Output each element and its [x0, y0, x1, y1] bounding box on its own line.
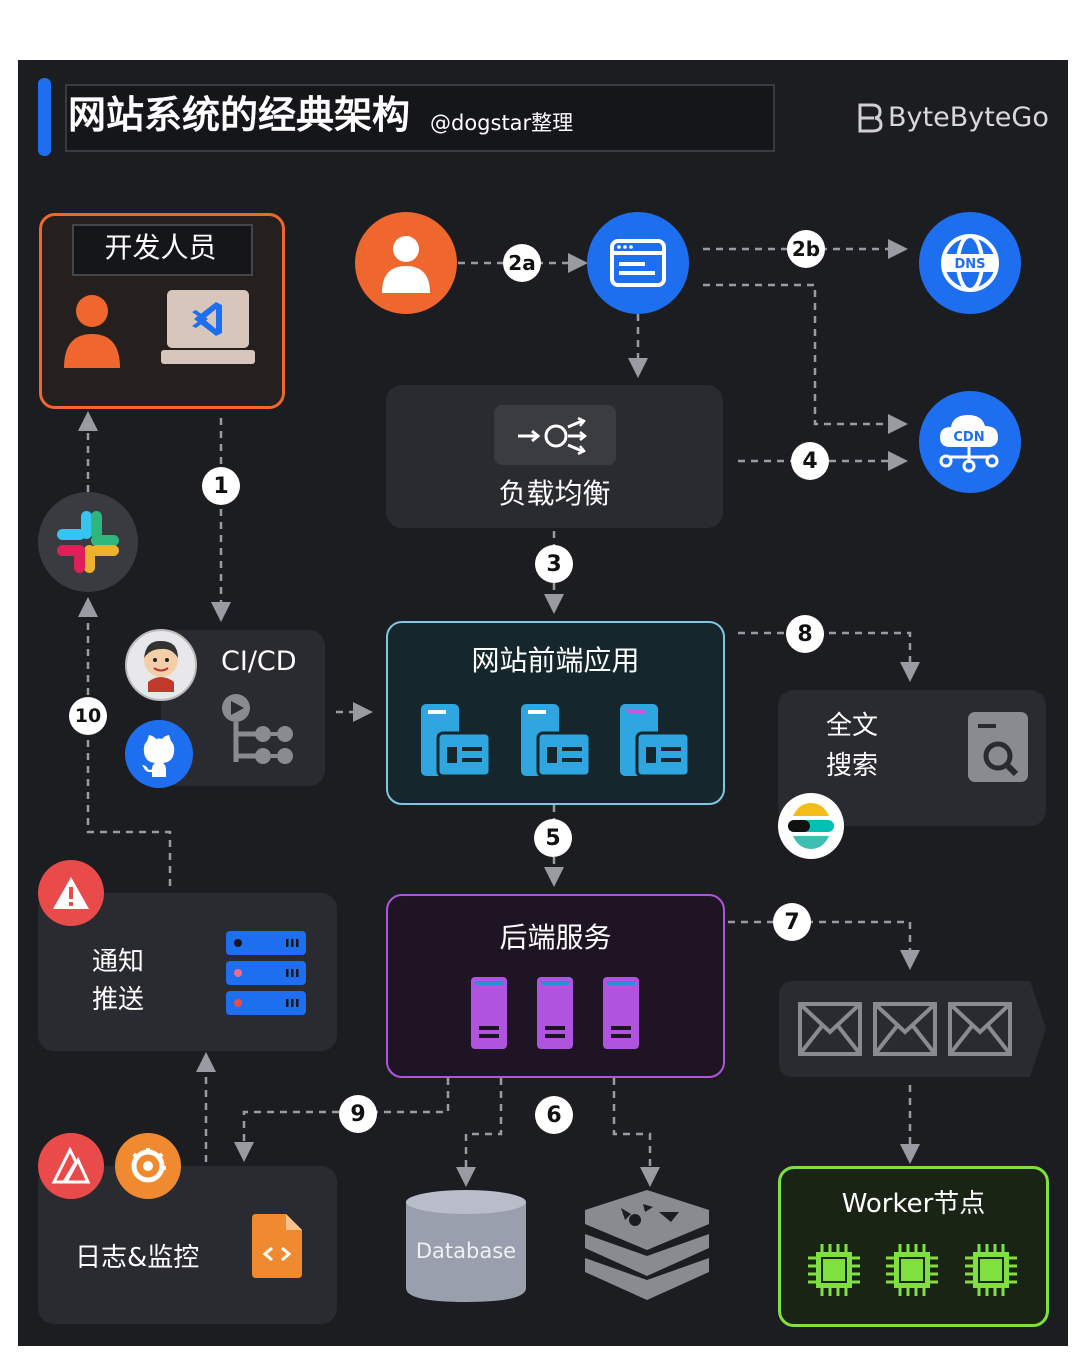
line-7 [728, 920, 920, 970]
step-badge-6: 6 [535, 1096, 573, 1134]
diagram-board: 网站系统的经典架构 @dogstar整理 ByteByteGo 开发人员 DNS… [18, 60, 1068, 1346]
step-badge-9: 9 [339, 1095, 377, 1133]
frontend-server-icon-1 [420, 700, 492, 778]
backend-server-icon-2 [536, 976, 574, 1050]
envelope-icon-2 [873, 1002, 937, 1056]
database-cylinder-icon [404, 1188, 528, 1304]
step-badge-7: 7 [773, 903, 811, 941]
laptop-vscode-icon [158, 286, 258, 370]
developer-person-icon [60, 290, 124, 368]
developers-label-box [72, 224, 253, 276]
cdn-label: CDN [953, 430, 984, 445]
cicd-label: CI/CD [221, 646, 297, 677]
header-credit: @dogstar整理 [430, 111, 574, 135]
push-server-icon [224, 929, 308, 1019]
load-balancer-icon [494, 405, 616, 465]
frontend-server-icon-3 [619, 700, 691, 778]
backend-label: 后端服务 [499, 921, 612, 954]
search-document-icon [966, 710, 1030, 784]
web-browser-icon [587, 212, 689, 314]
line-web-to-cdn [703, 283, 908, 434]
slack-icon [38, 492, 138, 592]
logging-label: 日志&监控 [75, 1243, 200, 1273]
step-badge-3: 3 [535, 545, 573, 583]
search-label-line2: 搜索 [826, 751, 879, 781]
load-balancer-label: 负载均衡 [498, 477, 611, 510]
worker-chip-icon-1 [806, 1242, 862, 1298]
search-label-line1: 全文 [826, 711, 879, 741]
github-icon [125, 720, 193, 788]
redis-cache-icon [581, 1188, 713, 1302]
envelope-icon-3 [948, 1002, 1012, 1056]
line-8 [738, 631, 920, 682]
line-6-redis [612, 1078, 660, 1187]
step-badge-1: 1 [202, 467, 240, 505]
dns-globe-icon: DNS [919, 212, 1021, 314]
page-title: 网站系统的经典架构 [68, 93, 411, 137]
frontend-server-icon-2 [520, 700, 592, 778]
developers-label: 开发人员 [104, 231, 217, 264]
step-badge-8: 8 [786, 615, 824, 653]
worker-chip-icon-2 [884, 1242, 940, 1298]
brand-name: ByteByteGo [888, 102, 1049, 133]
line-6-db [456, 1078, 503, 1187]
cdn-cloud-icon: CDN [919, 391, 1021, 493]
step-badge-2a: 2a [503, 244, 541, 282]
step-badge-4: 4 [791, 442, 829, 480]
alert-icon [38, 860, 104, 926]
step-badge-2b: 2b [787, 230, 825, 268]
code-file-icon [250, 1212, 304, 1280]
step-badge-5: 5 [534, 819, 572, 857]
notification-label-line2: 推送 [92, 985, 145, 1015]
jenkins-icon [125, 629, 197, 701]
elasticsearch-icon [778, 793, 844, 859]
envelope-icon-1 [798, 1002, 862, 1056]
frontend-label: 网站前端应用 [471, 644, 640, 677]
header-title-box [65, 84, 775, 152]
grafana-icon [115, 1133, 181, 1199]
dns-label: DNS [954, 257, 985, 272]
step-badge-10: 10 [69, 697, 107, 735]
backend-server-icon-3 [602, 976, 640, 1050]
notification-label-line1: 通知 [92, 947, 145, 977]
worker-label: Worker节点 [841, 1189, 986, 1219]
header-accent-bar [38, 78, 51, 156]
database-label: Database [415, 1239, 517, 1263]
backend-server-icon-1 [470, 976, 508, 1050]
bytebytego-logo-icon [856, 101, 884, 135]
user-avatar-icon [355, 212, 457, 314]
logging-agent-icon [38, 1133, 104, 1199]
worker-chip-icon-3 [963, 1242, 1019, 1298]
pipeline-icon [216, 692, 298, 774]
